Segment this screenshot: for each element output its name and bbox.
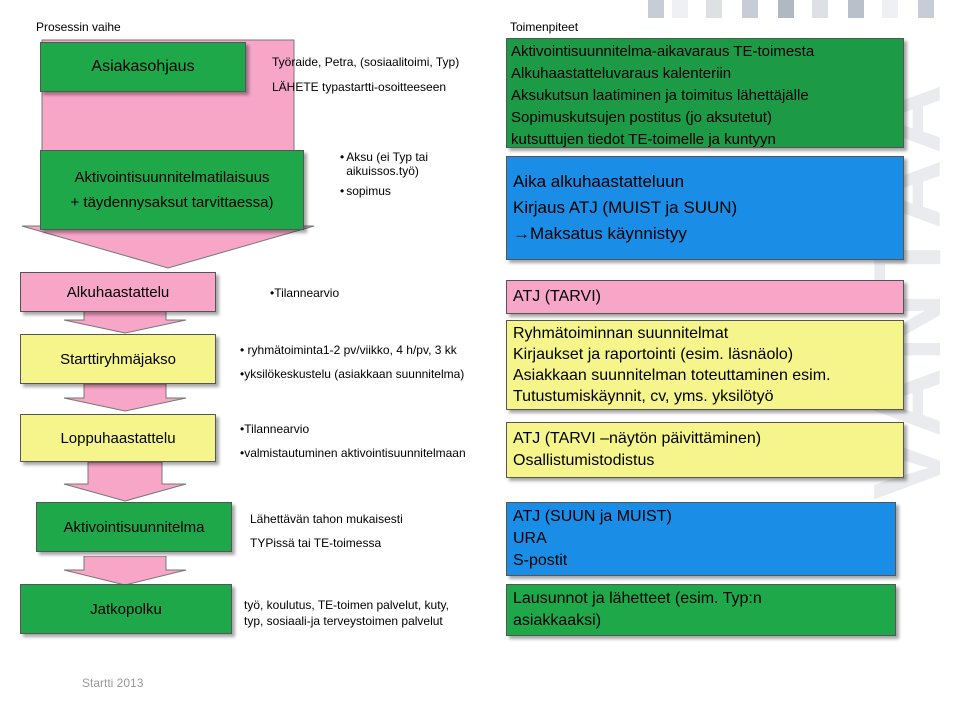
referral-line2: LÄHETE typastartti-osoitteeseen — [272, 80, 447, 94]
deco-square — [672, 0, 688, 18]
arrow-right-icon: → — [513, 224, 530, 243]
deco-square — [778, 0, 794, 18]
aktiv-action-line: S-postit — [513, 552, 568, 569]
note-item: •Tilannearvio — [240, 422, 310, 436]
blue-action-line: Kirjaus ATJ (MUIST ja SUUN) — [513, 198, 738, 217]
referral-line1: Työraide, Petra, (sosiaalitoimi, Typ) — [272, 55, 460, 69]
blue-action-line: →Maksatus käynnistyy — [513, 224, 687, 243]
loppuhaastattelu-box: Loppuhaastattelu — [20, 414, 216, 462]
start-action-line: Tutustumiskäynnit, cv, yms. yksilötyö — [513, 388, 774, 405]
note-item: TYPissä tai TE-toimessa — [250, 536, 382, 550]
note-item: työ, koulutus, TE-toimen palvelut, kuty, — [244, 598, 449, 612]
action-line: Sopimuskutsujen postitus (jo aksutetut) — [511, 109, 772, 126]
down-arrow — [63, 384, 187, 412]
aktivointi-tilaisuus-line1: Aktivointisuunnitelmatilaisuus — [74, 169, 270, 186]
note-item: typ, sosiaali-ja terveystoimen palvelut — [244, 614, 443, 628]
bullet-item: •Aksu (ei Typ tai aikuissos.työ) — [340, 150, 429, 178]
green-actions-box: Aktivointisuunnitelma-aikavaraus TE-toim… — [506, 38, 904, 148]
aktivointisuunnitelma-box: Aktivointisuunnitelma — [36, 502, 232, 552]
aktivointi-tilaisuus-line2: + täydennysaksut tarvittaessa) — [70, 194, 274, 211]
loppuhaastattelu-label: Loppuhaastattelu — [60, 429, 176, 447]
aktiv-action-line: ATJ (SUUN ja MUIST) — [513, 508, 672, 525]
blue-actions-box: Aika alkuhaastatteluun Kirjaus ATJ (MUIS… — [506, 156, 904, 260]
alku-action-box: ATJ (TARVI) — [506, 280, 904, 314]
alkuhaastattelu-box: Alkuhaastattelu — [20, 272, 216, 312]
asiakasohjaus-label: Asiakasohjaus — [91, 58, 195, 75]
jatkopolku-box: Jatkopolku — [20, 584, 232, 634]
asiakasohjaus-box: Asiakasohjaus — [40, 42, 246, 92]
deco-square — [742, 0, 758, 18]
top-bullets: •Aksu (ei Typ tai aikuissos.työ) •sopimu… — [340, 150, 470, 198]
start-action-line: Asiakkaan suunnitelman toteuttaminen esi… — [513, 367, 831, 384]
deco-square — [812, 0, 828, 18]
jatko-action-line: asiakkaaksi) — [513, 612, 602, 629]
down-arrow — [63, 556, 187, 586]
action-line: Aktivointisuunnitelma-aikavaraus TE-toim… — [511, 43, 815, 60]
deco-square — [706, 0, 722, 18]
process-header: Prosessin vaihe — [36, 20, 121, 34]
jatkopolku-label: Jatkopolku — [90, 600, 162, 618]
loppu-actions-box: ATJ (TARVI –näytön päivittäminen) Osalli… — [506, 422, 904, 478]
note-item: Lähettävän tahon mukaisesti — [250, 512, 403, 526]
aktivointi-tilaisuus-box: Aktivointisuunnitelmatilaisuus + täydenn… — [40, 150, 304, 230]
down-arrow — [63, 462, 187, 502]
start-notes: • ryhmätoiminta1-2 pv/viikko, 4 h/pv, 3 … — [240, 343, 500, 381]
loppu-notes: •Tilannearvio •valmistautuminen aktivoin… — [240, 422, 502, 460]
footer-text: Startti 2013 — [82, 676, 144, 690]
deco-square — [848, 0, 864, 18]
actions-header: Toimenpiteet — [510, 20, 579, 34]
jatko-notes: työ, koulutus, TE-toimen palvelut, kuty,… — [244, 598, 500, 628]
start-actions-box: Ryhmätoiminnan suunnitelmat Kirjaukset j… — [506, 320, 904, 410]
alku-action: ATJ (TARVI) — [513, 288, 601, 305]
alku-note: •Tilannearvio — [270, 286, 340, 300]
alkuhaastattelu-label: Alkuhaastattelu — [66, 283, 170, 301]
jatko-actions-box: Lausunnot ja lähetteet (esim. Typ:n asia… — [506, 584, 896, 636]
aktiv-actions-box: ATJ (SUUN ja MUIST) URA S-postit — [506, 502, 896, 576]
aktiv-action-line: URA — [513, 530, 547, 547]
deco-square — [918, 0, 934, 18]
starttiryhmajakso-label: Starttiryhmäjakso — [60, 350, 176, 368]
starttiryhmajakso-box: Starttiryhmäjakso — [20, 334, 216, 384]
deco-square — [648, 0, 664, 18]
bullet-item: •sopimus — [340, 184, 391, 198]
loppu-action-line: ATJ (TARVI –näytön päivittäminen) — [513, 430, 762, 447]
note-item: •yksilökeskustelu (asiakkaan suunnitelma… — [240, 367, 465, 381]
action-line: kutsuttujen tiedot TE-toimelle ja kuntyy… — [511, 131, 776, 148]
start-action-line: Ryhmätoiminnan suunnitelmat — [513, 325, 729, 342]
note-item: •valmistautuminen aktivointisuunnitelmaa… — [240, 446, 466, 460]
aktivointisuunnitelma-label: Aktivointisuunnitelma — [63, 518, 205, 536]
action-line: Alkuhaastatteluvaraus kalenteriin — [511, 65, 732, 82]
blue-action-line: Aika alkuhaastatteluun — [513, 172, 685, 191]
jatko-action-line: Lausunnot ja lähetteet (esim. Typ:n — [513, 590, 762, 607]
deco-square — [882, 0, 898, 18]
aktiv-notes: Lähettävän tahon mukaisesti TYPissä tai … — [250, 512, 490, 550]
action-line: Aksukutsun laatiminen ja toimitus lähett… — [511, 87, 809, 104]
start-action-line: Kirjaukset ja raportointi (esim. läsnäol… — [513, 346, 794, 363]
note-item: • ryhmätoiminta1-2 pv/viikko, 4 h/pv, 3 … — [240, 343, 457, 357]
loppu-action-line: Osallistumistodistus — [513, 452, 655, 469]
